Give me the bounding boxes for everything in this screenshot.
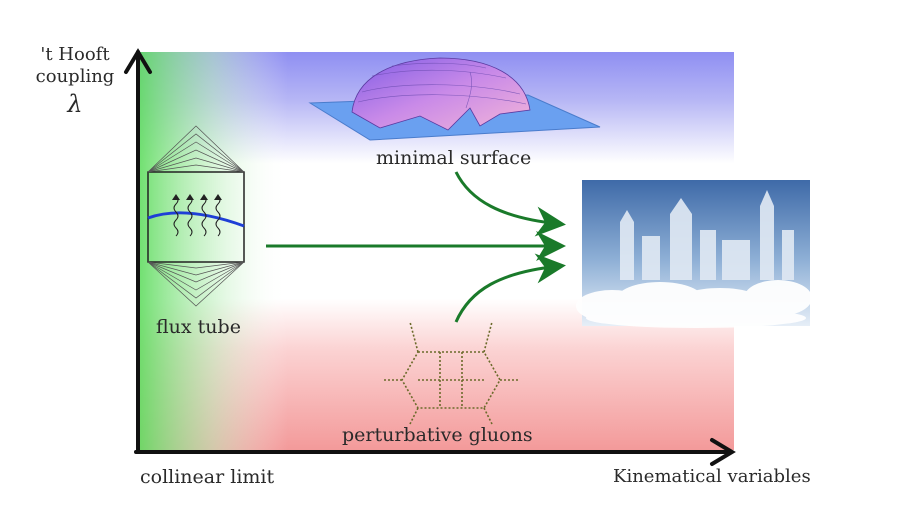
collinear-gradient-band <box>138 52 288 450</box>
perturbative-gluons-label: perturbative gluons <box>342 424 533 446</box>
arrow-from-perturbative-gluons <box>454 253 566 323</box>
minimal-surface-label: minimal surface <box>376 147 532 169</box>
arrow-from-minimal-surface <box>454 171 566 237</box>
y-axis-label-line1: 't Hooft <box>40 44 110 65</box>
collinear-limit-label: collinear limit <box>140 466 275 488</box>
y-axis-label-line2: coupling <box>35 66 115 87</box>
x-axis-arrowhead <box>710 438 736 466</box>
flux-tube-label: flux tube <box>156 316 241 338</box>
y-axis-label: 't Hooft coupling λ <box>20 44 130 120</box>
feynman-gluon-diagram <box>384 321 518 425</box>
axes <box>124 48 736 466</box>
arrows <box>266 171 566 323</box>
flux-tube-drawing <box>147 125 245 307</box>
lambda-symbol: λ <box>67 90 83 118</box>
ice-castle-in-clouds-image <box>576 180 812 328</box>
kinematical-variables-label: Kinematical variables <box>613 466 811 487</box>
minimal-surface-3d-plot <box>308 57 601 141</box>
y-axis-arrowhead <box>124 48 152 74</box>
